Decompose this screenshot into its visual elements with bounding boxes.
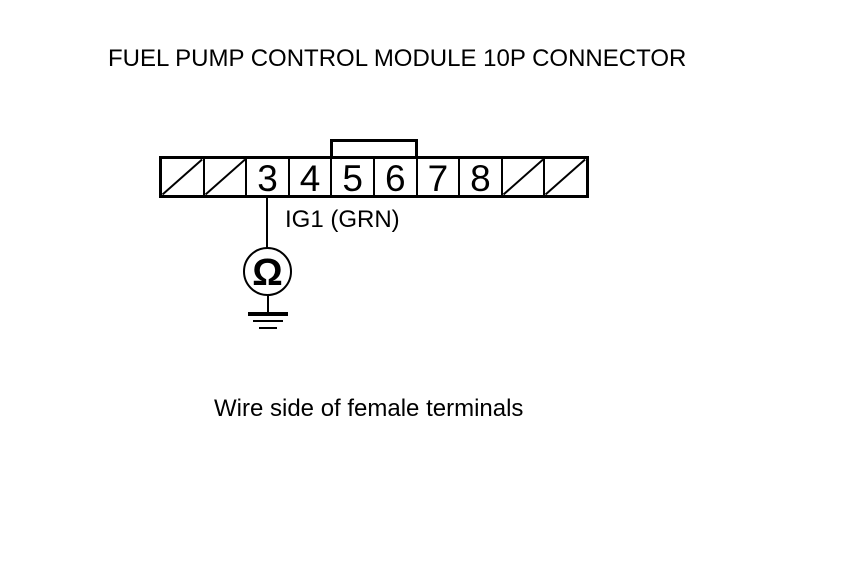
diagram-title: FUEL PUMP CONTROL MODULE 10P CONNECTOR: [108, 45, 687, 72]
slash-icon: [503, 159, 544, 195]
ohm-icon: Ω: [252, 251, 283, 294]
pin-cell-blocked: [545, 159, 586, 195]
wire-label: IG1 (GRN): [285, 206, 400, 233]
ohmmeter-symbol: Ω: [243, 247, 292, 296]
pin-cell-3: 3: [247, 159, 290, 195]
pin-number: 6: [384, 159, 406, 196]
pin-number: 3: [257, 159, 278, 196]
slash-icon: [162, 159, 203, 195]
pin-number: 5: [342, 159, 363, 196]
ground-bar-3: [259, 326, 277, 329]
slash-icon: [545, 159, 586, 195]
ground-bar-2: [253, 319, 283, 322]
ground-bar-1: [248, 312, 288, 316]
pin-number: 4: [299, 159, 321, 196]
pin-cell-blocked: [205, 159, 248, 195]
pin-number: 7: [427, 159, 449, 196]
pin-cell-7: 7: [418, 159, 461, 195]
pin-cell-blocked: [503, 159, 546, 195]
pin-cell-5: 5: [332, 159, 375, 195]
connector-key-tab: [330, 139, 418, 157]
pin-cell-8: 8: [460, 159, 503, 195]
diagram-caption: Wire side of female terminals: [214, 395, 524, 422]
meter-ground-lead: [267, 295, 269, 313]
pin-cell-blocked: [162, 159, 205, 195]
pin-number: 8: [470, 159, 491, 196]
slash-icon: [205, 159, 246, 195]
wire-line: [266, 197, 268, 248]
pin-cell-6: 6: [375, 159, 418, 195]
pin-cell-4: 4: [290, 159, 333, 195]
